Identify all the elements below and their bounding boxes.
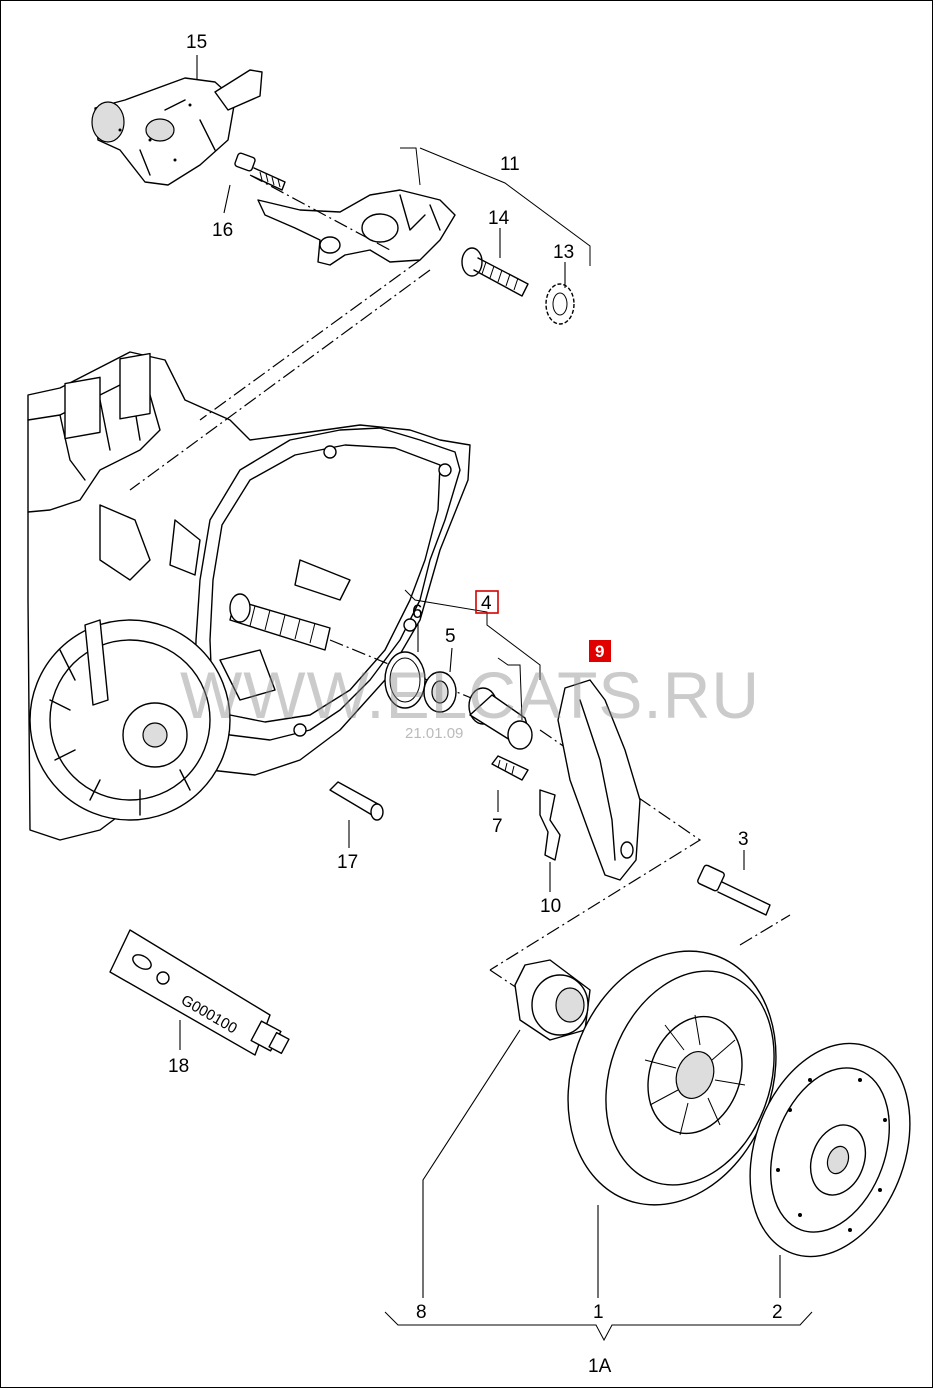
part-16-bolt (234, 152, 286, 191)
label-15: 15 (186, 32, 207, 53)
dash-line-top (129, 174, 431, 491)
label-18: 18 (168, 1056, 189, 1077)
part-7-bolt (491, 755, 529, 781)
part-11-selector-lever (257, 189, 456, 266)
label-4[interactable]: 4 (481, 593, 492, 614)
label-5: 5 (445, 626, 456, 647)
label-11: 11 (500, 154, 520, 175)
leader-lines (179, 55, 813, 1342)
part-18-grease-tube (109, 929, 290, 1056)
part-13-lock-washer (545, 283, 575, 325)
label-3: 3 (738, 829, 749, 850)
part-3-bolt (697, 864, 771, 916)
label-9-highlight-fill (589, 640, 611, 662)
label-2: 2 (772, 1302, 783, 1323)
label-9[interactable]: 9 (595, 642, 604, 661)
part-6-o-ring (384, 651, 426, 709)
part-10-spring-clip (539, 789, 561, 861)
label-13: 13 (553, 242, 574, 263)
bracket-11 (400, 147, 591, 266)
watermark-code: 21.01.09 (405, 725, 463, 742)
part-5-seal (423, 671, 457, 713)
label-6: 6 (412, 602, 423, 623)
label-10: 10 (540, 896, 561, 917)
part-14-bolt (461, 247, 529, 297)
label-8: 8 (416, 1302, 427, 1323)
gearbox-housing (27, 351, 471, 841)
part-17-screw (329, 781, 384, 821)
label-7: 7 (492, 816, 503, 837)
watermark-text: WWW.ELCATS.RU (180, 658, 760, 732)
part-4-guide-sleeve (468, 687, 533, 750)
label-16: 16 (212, 220, 233, 241)
label-1a: 1A (588, 1356, 612, 1377)
part-1-pressure-plate (567, 950, 777, 1206)
part-15-lever-mount (91, 69, 263, 186)
part-2-clutch-disc (749, 1042, 911, 1258)
label-1: 1 (593, 1302, 604, 1323)
label-14: 14 (488, 208, 510, 229)
part-9-release-lever (557, 679, 641, 881)
label-17: 17 (337, 852, 358, 873)
part-8-release-bearing (514, 959, 591, 1041)
label-4-highlight-box (475, 590, 499, 614)
